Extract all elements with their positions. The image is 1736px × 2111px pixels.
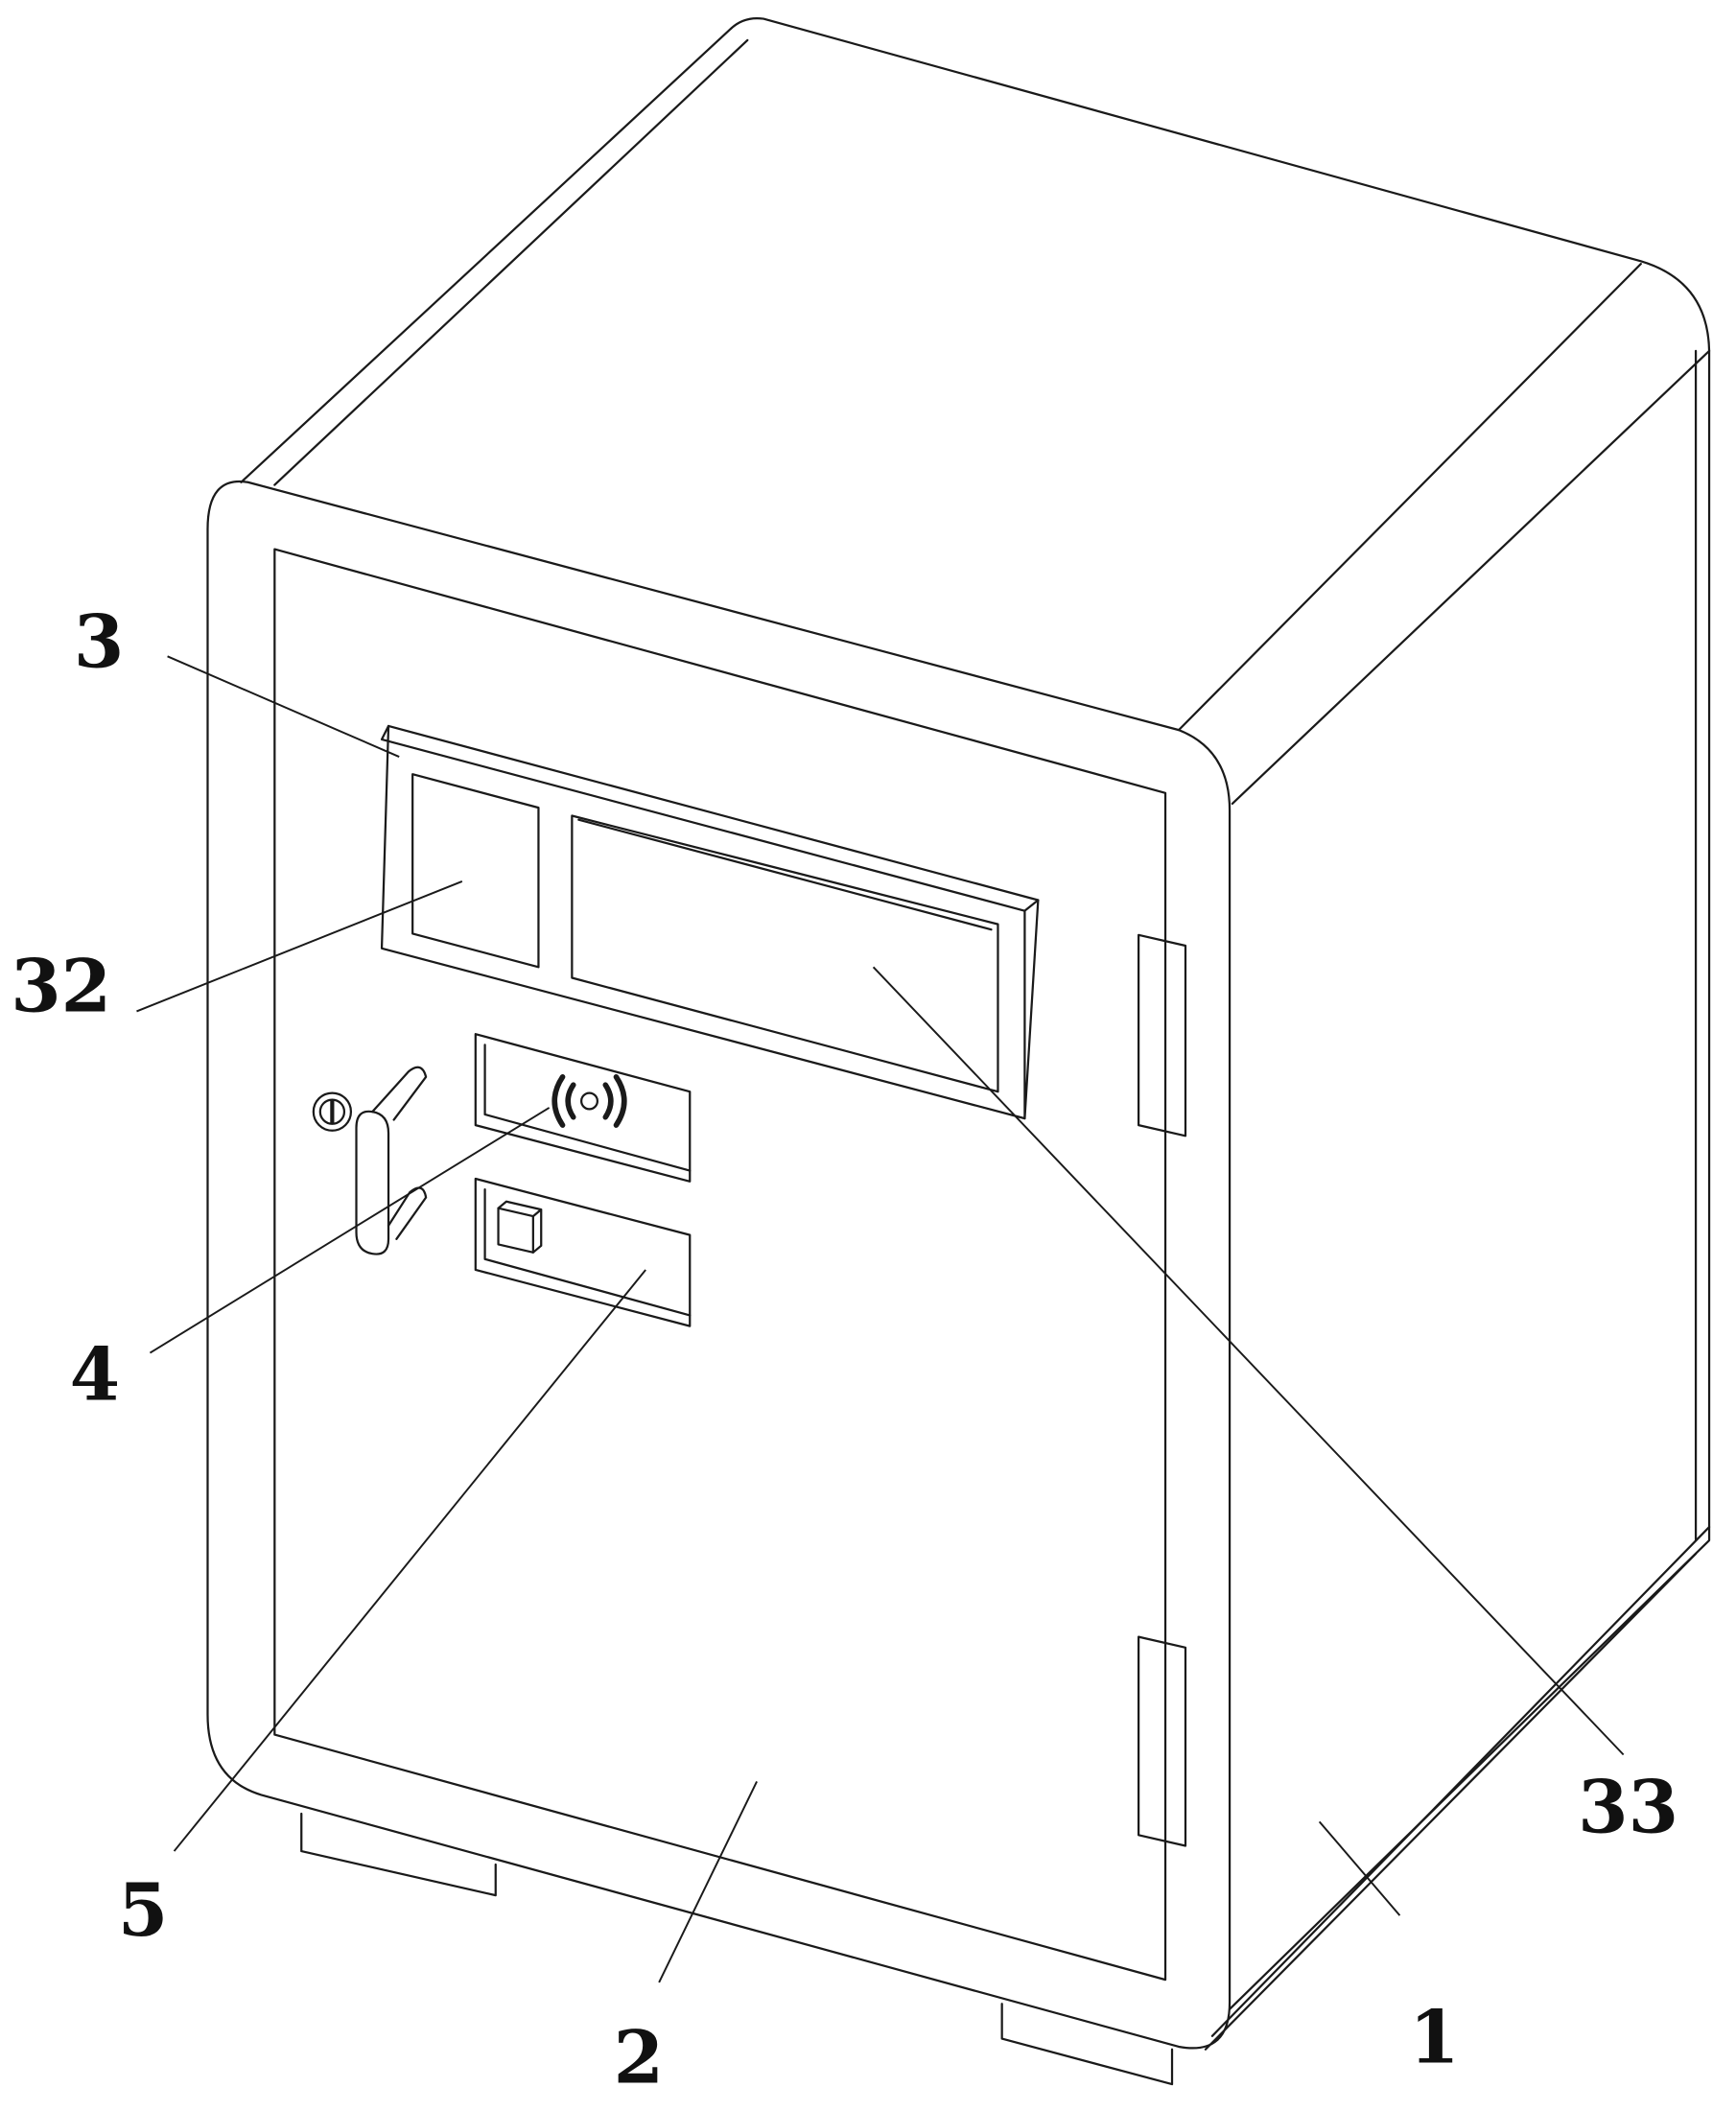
leader-4 — [150, 1108, 549, 1353]
leader-3 — [168, 656, 400, 757]
label-1: 1 — [1409, 1995, 1459, 2080]
safe-body — [207, 18, 1709, 2050]
feet — [301, 1814, 1172, 2084]
card-reader — [476, 1034, 690, 1182]
display-screen — [572, 816, 997, 1092]
keypad-area — [412, 774, 538, 967]
control-panel — [382, 726, 1038, 1118]
door — [274, 550, 1165, 1981]
label-5: 5 — [118, 1867, 168, 1953]
fingerprint-module — [476, 1179, 690, 1326]
leader-1 — [1320, 1821, 1400, 1915]
leader-32 — [136, 881, 461, 1011]
leader-5 — [175, 1270, 646, 1851]
label-33: 33 — [1578, 1765, 1678, 1850]
leader-lines — [136, 656, 1623, 1982]
label-32: 32 — [11, 943, 111, 1028]
label-4: 4 — [70, 1331, 120, 1417]
label-3: 3 — [74, 598, 124, 684]
leader-2 — [659, 1781, 757, 1982]
wireless-icon — [554, 1077, 624, 1125]
door-handle — [314, 1067, 426, 1255]
leader-33 — [874, 967, 1624, 1754]
fingerprint-button — [499, 1208, 533, 1253]
hinges — [1138, 935, 1185, 1846]
label-2: 2 — [614, 2015, 664, 2100]
